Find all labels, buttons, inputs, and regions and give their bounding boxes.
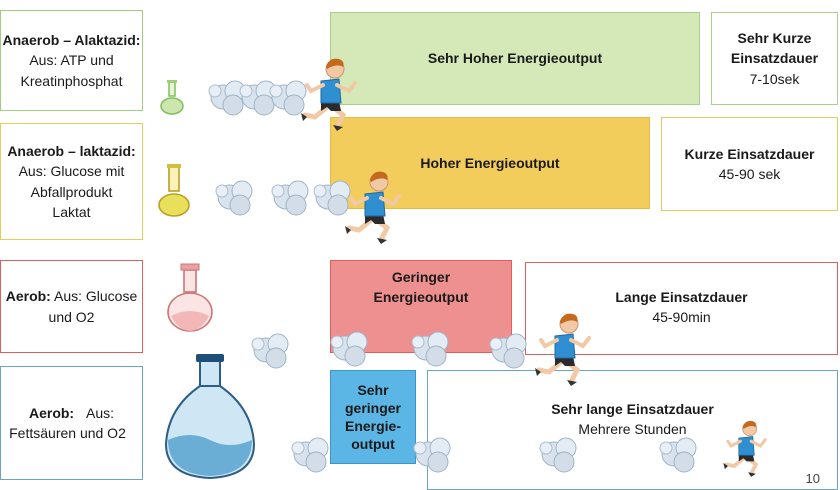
output-box-4: Sehr geringer Energie-output xyxy=(330,370,416,464)
dust-cloud-icon xyxy=(539,437,577,473)
dust-cloud-icon xyxy=(251,333,289,369)
duration-value-4: Mehrere Stunden xyxy=(578,421,687,438)
source-bold-1: Anaerob – Alaktazid: xyxy=(2,32,141,49)
dust-cloud-icon xyxy=(330,331,368,367)
source-text-3: Aus: Glucose und O2 xyxy=(48,288,138,325)
source-box-4: Aerob: Aus: Fettsäuren und O2 xyxy=(0,366,143,480)
output-label-4: Sehr geringer Energie-output xyxy=(344,381,401,453)
duration-box-1: Sehr Kurze Einsatzdauer 7-10sek xyxy=(711,12,838,105)
dust-cloud-icon xyxy=(291,437,329,473)
flask-icon xyxy=(164,354,256,480)
flask-icon xyxy=(158,164,190,217)
output-label-1: Sehr Hoher Energieoutput xyxy=(427,50,603,67)
source-bold-4: Aerob: xyxy=(28,404,75,421)
duration-value-1: 7-10sek xyxy=(749,70,800,87)
duration-value-3: 45-90min xyxy=(652,309,711,326)
page-number: 10 xyxy=(805,471,820,486)
runner-icon xyxy=(294,55,364,135)
duration-title-1: Sehr Kurze Einsatzdauer xyxy=(730,30,819,67)
output-box-1: Sehr Hoher Energieoutput xyxy=(330,12,700,105)
duration-box-4: Sehr lange Einsatzdauer Mehrere Stunden xyxy=(427,370,838,490)
dust-cloud-icon xyxy=(271,180,309,216)
duration-value-2: 45-90 sek xyxy=(718,166,781,182)
duration-title-3: Lange Einsatzdauer xyxy=(615,289,748,305)
dust-cloud-icon xyxy=(489,333,527,369)
dust-cloud-icon xyxy=(215,180,253,216)
flask-icon xyxy=(160,80,184,115)
dust-cloud-icon xyxy=(659,437,697,473)
duration-box-3: Lange Einsatzdauer 45-90min xyxy=(525,262,838,355)
dust-cloud-icon xyxy=(411,331,449,367)
runner-icon xyxy=(528,310,598,390)
source-text-1: Aus: ATP und Kreatinphosphat xyxy=(20,52,123,89)
dust-cloud-icon xyxy=(413,437,451,473)
duration-box-2: Kurze Einsatzdauer 45-90 sek xyxy=(661,117,838,211)
runner-icon xyxy=(338,168,408,248)
duration-title-2: Kurze Einsatzdauer xyxy=(684,145,815,162)
duration-title-4: Sehr lange Einsatzdauer xyxy=(551,401,714,417)
source-box-3: Aerob: Aus: Glucose und O2 xyxy=(0,260,143,353)
runner-icon xyxy=(721,418,768,479)
source-text-4: Aus: Fettsäuren und O2 xyxy=(9,404,126,441)
source-box-2: Anaerob – laktazid: Aus: Glucose mit Abf… xyxy=(0,123,143,240)
output-label-2: Hoher Energieoutput xyxy=(420,154,560,171)
source-box-1: Anaerob – Alaktazid: Aus: ATP und Kreati… xyxy=(0,10,143,111)
output-label-3: Geringer Energieoutput xyxy=(373,269,469,306)
source-bold-2: Anaerob – laktazid: xyxy=(7,142,136,159)
flask-icon xyxy=(167,263,213,332)
source-bold-3: Aerob: xyxy=(5,288,51,305)
source-text-2: Aus: Glucose mit Abfallprodukt Laktat xyxy=(18,163,125,220)
